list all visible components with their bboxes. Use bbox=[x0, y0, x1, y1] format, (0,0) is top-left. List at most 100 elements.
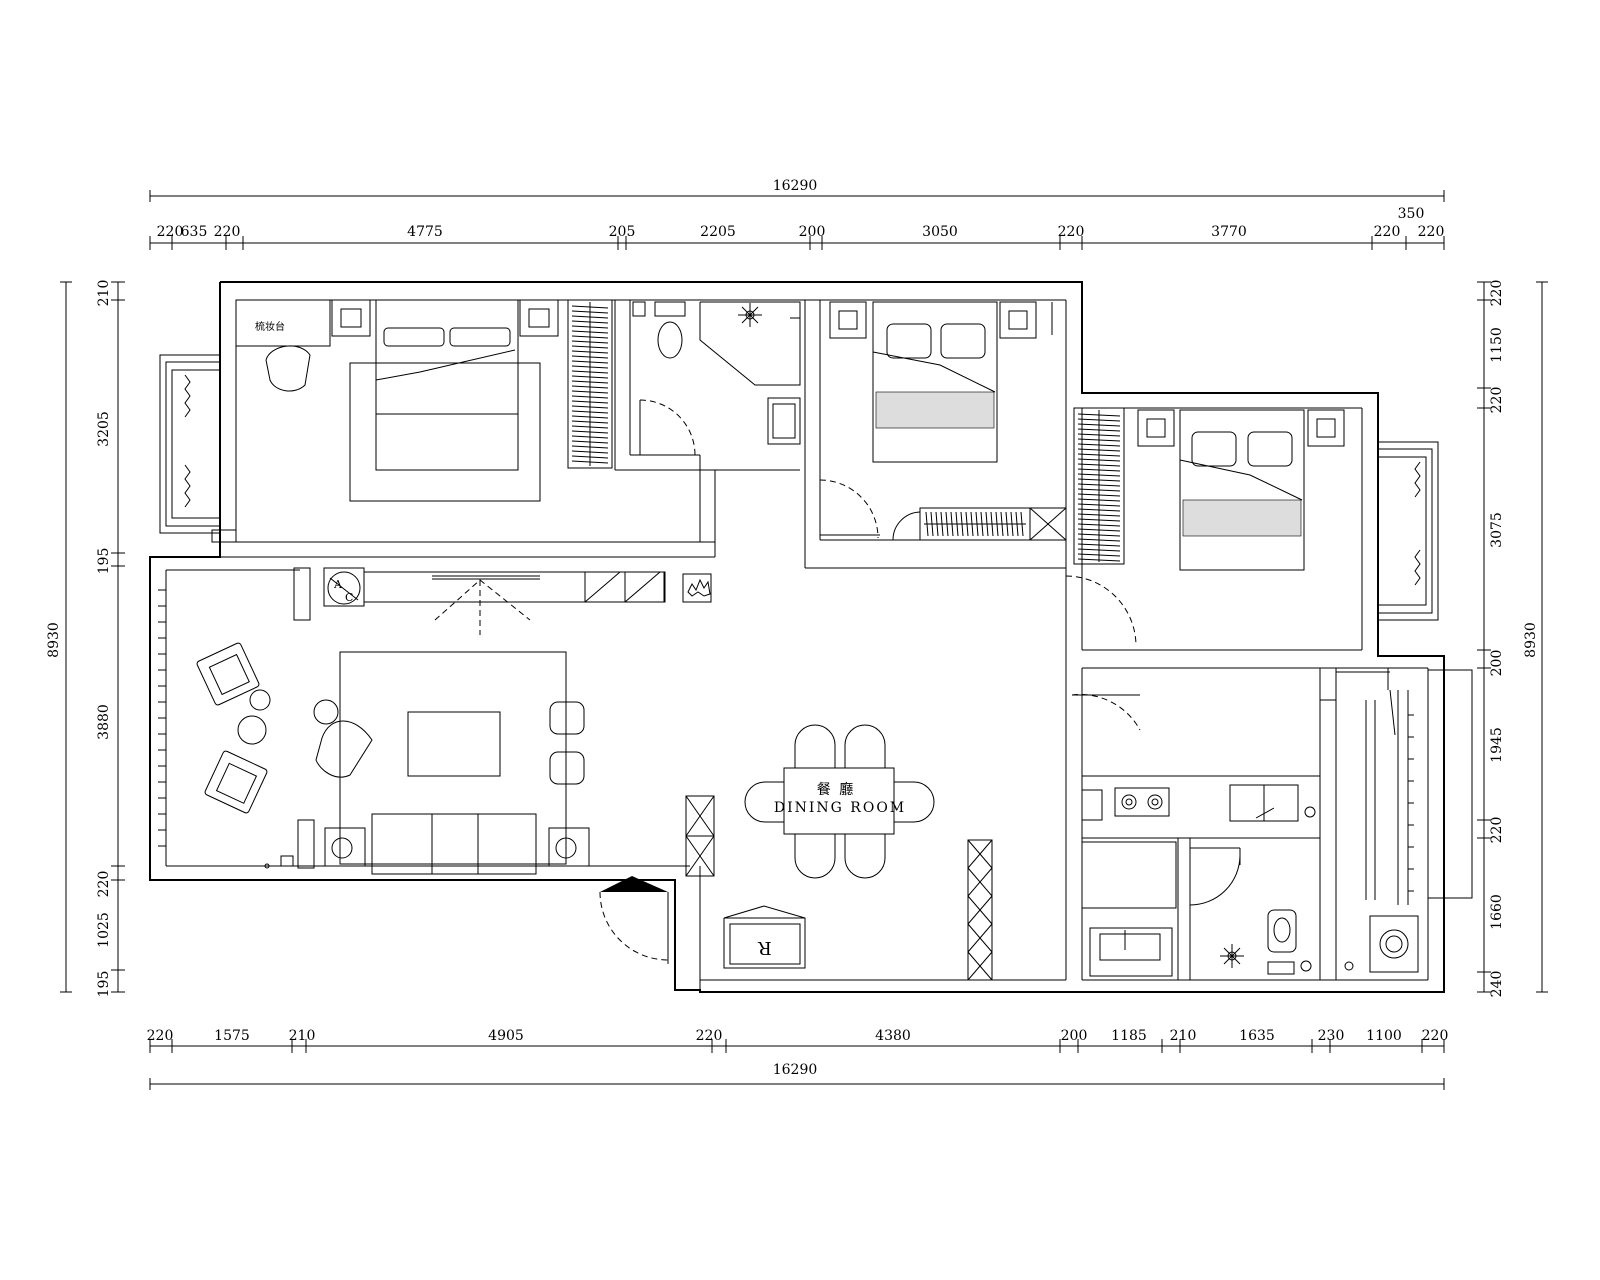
tick bbox=[1077, 448, 1121, 452]
top-extra-dimension: 350 bbox=[1398, 206, 1425, 222]
tick bbox=[571, 400, 609, 404]
walls bbox=[149, 281, 1445, 993]
tick bbox=[571, 310, 609, 314]
living-room: A C bbox=[158, 567, 712, 875]
tick bbox=[955, 511, 959, 537]
balcony-right bbox=[1377, 441, 1439, 621]
top-dimension: 220 bbox=[1374, 224, 1401, 240]
tick bbox=[1077, 558, 1121, 562]
tick bbox=[571, 380, 609, 384]
tick bbox=[967, 951, 993, 981]
coffee-table bbox=[407, 711, 501, 777]
wardrobe-hangers bbox=[1077, 410, 1121, 562]
master-bedroom: 梳妆台 bbox=[211, 299, 613, 543]
tick bbox=[1077, 478, 1121, 482]
end-table bbox=[324, 827, 366, 867]
wardrobe bbox=[1073, 407, 1125, 565]
tick bbox=[571, 410, 609, 414]
tick bbox=[1077, 513, 1121, 517]
tick bbox=[970, 511, 974, 537]
ottoman bbox=[549, 701, 585, 735]
tick bbox=[1020, 511, 1024, 537]
tick bbox=[945, 511, 949, 537]
tick bbox=[571, 320, 609, 324]
bottom-dimension: 4380 bbox=[875, 1028, 911, 1044]
tick bbox=[960, 511, 964, 537]
tick bbox=[1077, 553, 1121, 557]
bottom-dimension: 220 bbox=[1422, 1028, 1449, 1044]
dining-chair bbox=[844, 724, 886, 768]
tick bbox=[1077, 433, 1121, 437]
tick bbox=[930, 511, 934, 537]
bed-blanket bbox=[875, 391, 995, 429]
tick bbox=[1077, 418, 1121, 422]
tick bbox=[1077, 488, 1121, 492]
tick bbox=[1010, 511, 1014, 537]
bottom-dimension: 220 bbox=[696, 1028, 723, 1044]
tick bbox=[940, 511, 944, 537]
top-dimension: 200 bbox=[799, 224, 826, 240]
chair bbox=[265, 345, 311, 392]
bottom-dimension: 1100 bbox=[1366, 1028, 1402, 1044]
tick bbox=[571, 415, 609, 419]
armchair bbox=[204, 750, 268, 814]
tick bbox=[1077, 473, 1121, 477]
wardrobe-hangers bbox=[571, 302, 609, 466]
dressing-table bbox=[235, 299, 331, 347]
tick bbox=[571, 385, 609, 389]
left-total-dimension: 8930 bbox=[46, 622, 62, 658]
tick bbox=[571, 445, 609, 449]
sink bbox=[767, 397, 801, 445]
entrance-threshold bbox=[600, 876, 668, 892]
tick bbox=[571, 450, 609, 454]
tick bbox=[571, 360, 609, 364]
bed bbox=[872, 301, 998, 463]
tick bbox=[571, 460, 609, 464]
top-dimension: 205 bbox=[609, 224, 636, 240]
bedroom-3 bbox=[1065, 407, 1345, 647]
tick bbox=[1077, 548, 1121, 552]
dining-table bbox=[783, 767, 895, 835]
armchair bbox=[196, 642, 260, 706]
dining-chair bbox=[744, 781, 784, 823]
nightstand bbox=[519, 299, 559, 337]
tick bbox=[1077, 543, 1121, 547]
tick bbox=[571, 355, 609, 359]
air-conditioner bbox=[323, 567, 365, 607]
tick bbox=[571, 395, 609, 399]
left-dimension: 1025 bbox=[96, 912, 112, 948]
shelf bbox=[967, 839, 993, 981]
dressing-table-label: 梳妆台 bbox=[255, 320, 285, 333]
right-dimension: 3075 bbox=[1489, 512, 1505, 548]
top-dimension: 220 bbox=[157, 224, 184, 240]
tick bbox=[571, 405, 609, 409]
top-dimension: 220 bbox=[214, 224, 241, 240]
tick bbox=[1077, 533, 1121, 537]
wardrobe-hangers bbox=[924, 511, 1026, 537]
dining-room-label-en: DINING ROOM bbox=[774, 800, 906, 816]
tick bbox=[1005, 511, 1009, 537]
left-dimension: 3880 bbox=[96, 704, 112, 740]
bedroom-2 bbox=[819, 301, 1067, 541]
tick bbox=[967, 923, 993, 953]
tick bbox=[975, 511, 979, 537]
right-dimension: 220 bbox=[1489, 280, 1505, 307]
toilet bbox=[654, 301, 686, 317]
right-dimension: 240 bbox=[1489, 971, 1505, 998]
tick bbox=[1077, 438, 1121, 442]
tick bbox=[1077, 498, 1121, 502]
bottom-dimension: 210 bbox=[289, 1028, 316, 1044]
dining-chair bbox=[794, 724, 836, 768]
side-table bbox=[313, 699, 339, 725]
nightstand bbox=[1307, 409, 1345, 447]
tick bbox=[1077, 493, 1121, 497]
dimension-lines: 16290 220 635 220 4775 205 2205 200 3050… bbox=[46, 178, 1548, 1090]
top-dimension: 4775 bbox=[407, 224, 443, 240]
kitchen bbox=[1071, 668, 1419, 973]
rug bbox=[339, 651, 567, 865]
tick bbox=[1015, 511, 1019, 537]
vanity bbox=[1089, 927, 1173, 977]
tick bbox=[1077, 453, 1121, 457]
washing-machine bbox=[1369, 915, 1419, 973]
tv-cabinet bbox=[363, 571, 665, 603]
